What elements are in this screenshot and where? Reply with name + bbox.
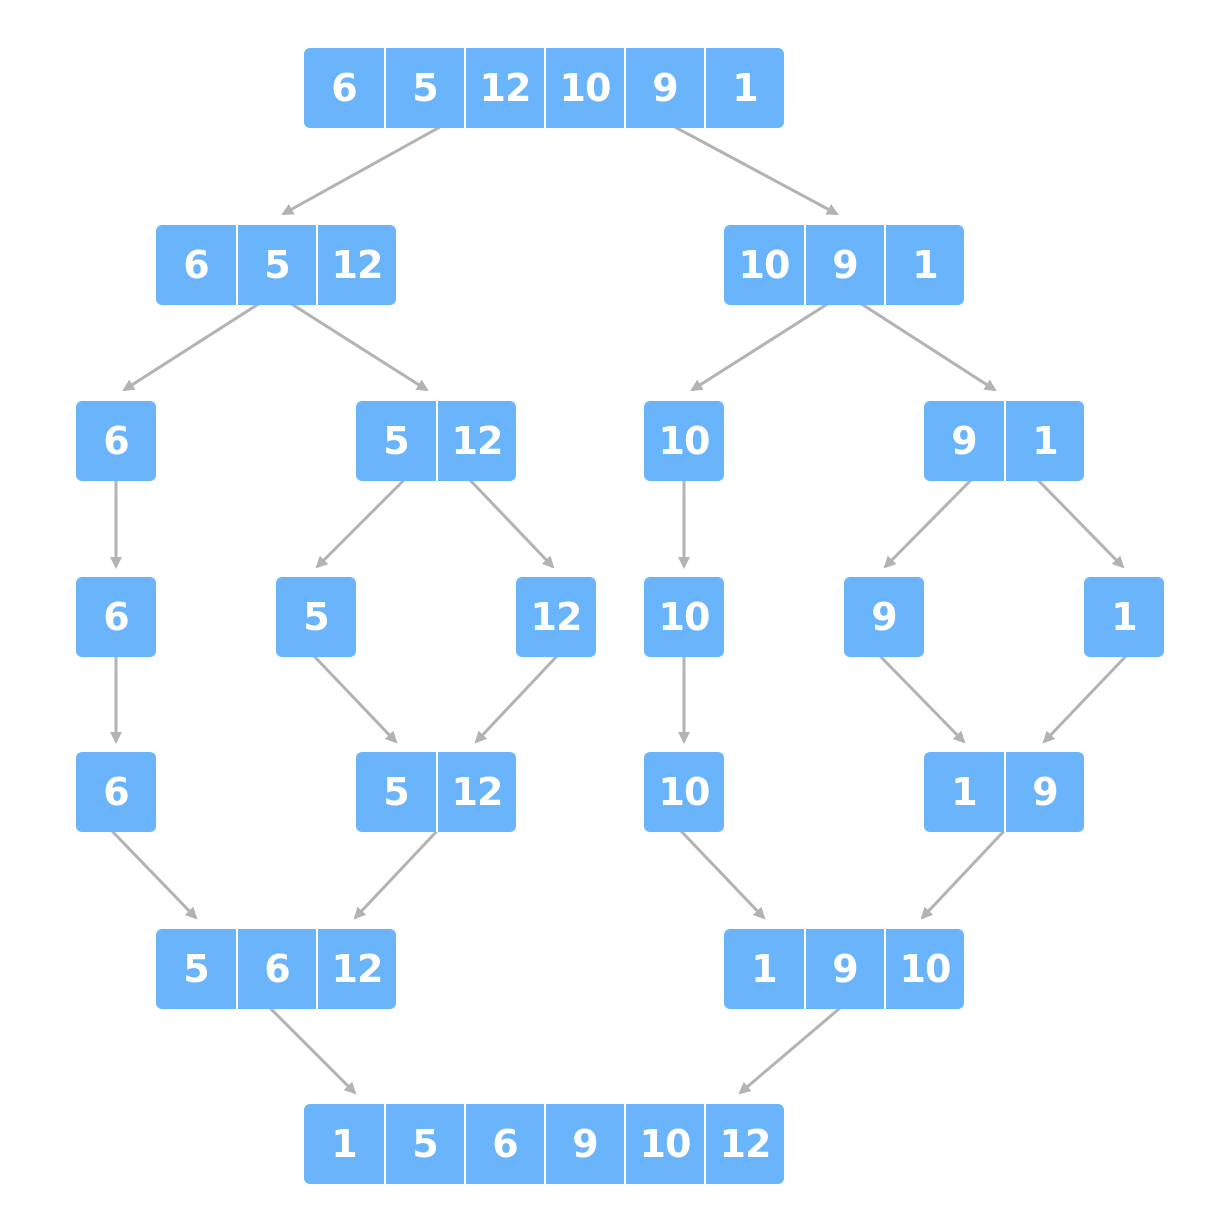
array-left-a: 6 [76, 401, 156, 481]
array-right-b-split-1: 9 [844, 577, 924, 657]
array-cell: 10 [544, 48, 624, 128]
array-left-a-split: 6 [76, 577, 156, 657]
array-cell: 12 [436, 401, 516, 481]
array-cell: 9 [804, 929, 884, 1009]
arrow [674, 125, 839, 216]
array-cell: 6 [236, 929, 316, 1009]
arrow [468, 478, 555, 569]
arrow [883, 478, 973, 569]
array-cell: 6 [464, 1104, 544, 1184]
array-cell: 1 [1004, 401, 1084, 481]
arrow [289, 301, 429, 392]
arrow [268, 1006, 357, 1095]
array-cell: 9 [544, 1104, 624, 1184]
array-cell: 9 [951, 419, 977, 463]
array-cell: 12 [530, 595, 583, 639]
arrow [1036, 478, 1125, 569]
array-cell: 12 [704, 1104, 784, 1184]
array-cell: 6 [183, 243, 209, 287]
array-cell: 5 [384, 1104, 464, 1184]
arrow [690, 301, 830, 392]
array-left-b-merged: 5 12 [356, 752, 516, 832]
arrow [920, 829, 1006, 920]
array-cell: 10 [658, 595, 711, 639]
array-cell: 12 [436, 752, 516, 832]
array-cell: 12 [316, 929, 396, 1009]
array-cell: 5 [303, 595, 329, 639]
array-cell: 1 [884, 225, 964, 305]
array-right-a-split: 10 [644, 577, 724, 657]
array-cell: 5 [236, 225, 316, 305]
array-right-a-merged: 10 [644, 752, 724, 832]
array-cell: 6 [331, 66, 357, 110]
array-cell: 10 [658, 419, 711, 463]
arrow [353, 829, 439, 920]
array-cell: 9 [624, 48, 704, 128]
array-cell: 9 [804, 225, 884, 305]
arrow [679, 829, 766, 920]
arrow [110, 829, 198, 920]
array-cell: 5 [183, 947, 209, 991]
array-left-b: 5 12 [356, 401, 516, 481]
array-cell: 6 [103, 770, 129, 814]
arrow [122, 301, 261, 392]
arrow [738, 1006, 841, 1095]
arrow [878, 654, 966, 744]
array-cell: 9 [871, 595, 897, 639]
array-cell: 10 [658, 770, 711, 814]
array-right-b-split-2: 1 [1084, 577, 1164, 657]
array-cell: 5 [383, 419, 409, 463]
arrow [1042, 654, 1128, 744]
array-cell: 1 [751, 947, 777, 991]
array-right-a: 10 [644, 401, 724, 481]
array-cell: 10 [624, 1104, 704, 1184]
arrow [859, 301, 997, 392]
array-cell: 6 [103, 419, 129, 463]
array-left-a-merged: 6 [76, 752, 156, 832]
array-cell: 1 [331, 1122, 357, 1166]
array-left-b-split-1: 5 [276, 577, 356, 657]
array-cell: 9 [1004, 752, 1084, 832]
array-cell: 5 [383, 770, 409, 814]
array-cell: 1 [704, 48, 784, 128]
array-left-b-split-2: 12 [516, 577, 596, 657]
array-cell: 5 [384, 48, 464, 128]
array-cell: 12 [464, 48, 544, 128]
arrow [474, 654, 559, 744]
array-cell: 10 [738, 243, 791, 287]
array-cell: 12 [316, 225, 396, 305]
array-cell: 1 [951, 770, 977, 814]
arrow [281, 125, 441, 216]
array-cell: 1 [1111, 595, 1137, 639]
arrow [315, 478, 406, 569]
array-cell: 6 [103, 595, 129, 639]
arrow [312, 654, 398, 744]
array-cell: 10 [884, 929, 964, 1009]
